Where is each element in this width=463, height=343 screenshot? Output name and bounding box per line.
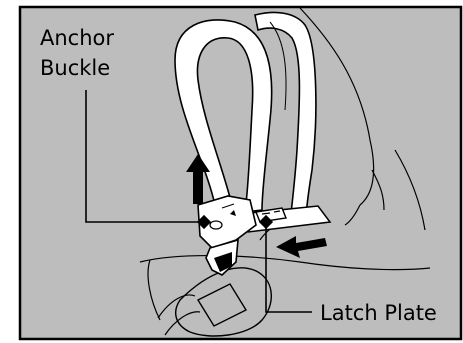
anchor-label-line1: Anchor	[40, 26, 114, 50]
anchor-label-line2: Buckle	[40, 56, 110, 80]
latch-plate-label: Latch Plate	[320, 301, 437, 325]
